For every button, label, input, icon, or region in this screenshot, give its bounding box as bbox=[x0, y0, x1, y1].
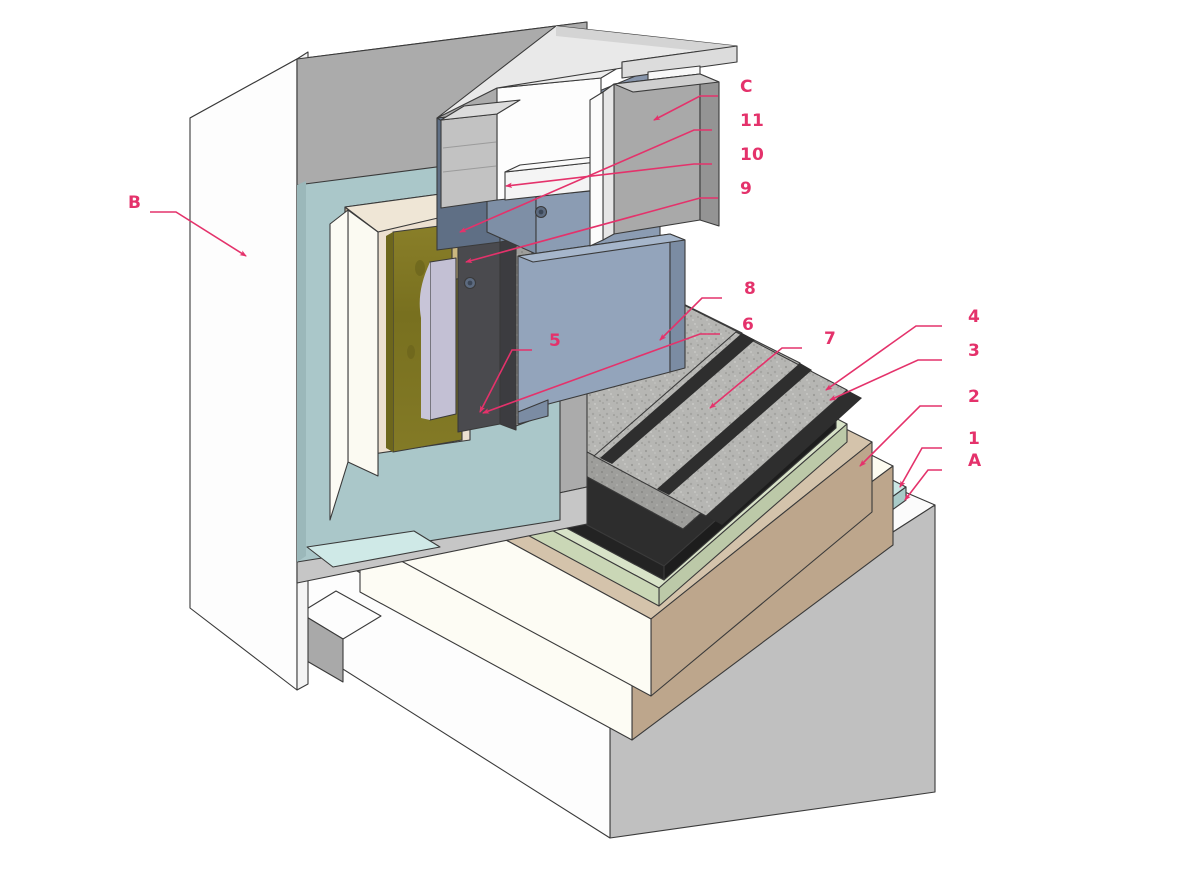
leader-line-4 bbox=[825, 325, 942, 391]
leader-line-5 bbox=[479, 349, 532, 413]
leader-line-b bbox=[150, 211, 247, 257]
callout-leader-lines bbox=[150, 95, 942, 501]
leader-line-1 bbox=[899, 447, 942, 488]
callout-label-2: 2 bbox=[968, 387, 981, 407]
callout-label-8: 8 bbox=[744, 279, 757, 299]
sheathing-board-white bbox=[329, 209, 379, 521]
frame-rail-gray bbox=[440, 99, 521, 209]
leader-line-11 bbox=[459, 129, 712, 233]
leader-line-a bbox=[904, 469, 942, 501]
callout-label-9: 9 bbox=[740, 179, 753, 199]
callout-label-11: 11 bbox=[740, 111, 765, 131]
membrane-sheet-lilac bbox=[419, 257, 457, 421]
leader-line-8 bbox=[659, 297, 722, 341]
leader-line-2 bbox=[859, 405, 942, 467]
leader-line-c bbox=[653, 95, 718, 121]
cladding-panel-C bbox=[589, 73, 720, 247]
callout-label-10: 10 bbox=[740, 145, 765, 165]
callout-label-6: 6 bbox=[742, 315, 755, 335]
callout-label-b: B bbox=[128, 193, 142, 213]
callout-label-4: 4 bbox=[968, 307, 981, 327]
leader-line-9 bbox=[465, 197, 718, 264]
callout-label-5: 5 bbox=[549, 331, 562, 351]
roof-cap-panel bbox=[436, 25, 738, 119]
leader-line-10 bbox=[505, 163, 712, 188]
callout-label-3: 3 bbox=[968, 341, 981, 361]
leader-line-7 bbox=[709, 347, 802, 409]
callout-label-7: 7 bbox=[824, 329, 837, 349]
fixing-screw-lower bbox=[463, 276, 477, 290]
callout-label-1: 1 bbox=[968, 429, 981, 449]
fixing-screw-upper bbox=[534, 205, 548, 219]
callout-label-c: C bbox=[740, 77, 753, 97]
leader-line-3 bbox=[829, 359, 942, 401]
callout-label-a: A bbox=[968, 451, 982, 471]
sill-drip-apron bbox=[517, 233, 686, 425]
leader-line-6 bbox=[482, 333, 720, 414]
cavity-dark-panel bbox=[457, 221, 517, 433]
interior-floor-teal bbox=[306, 530, 441, 568]
